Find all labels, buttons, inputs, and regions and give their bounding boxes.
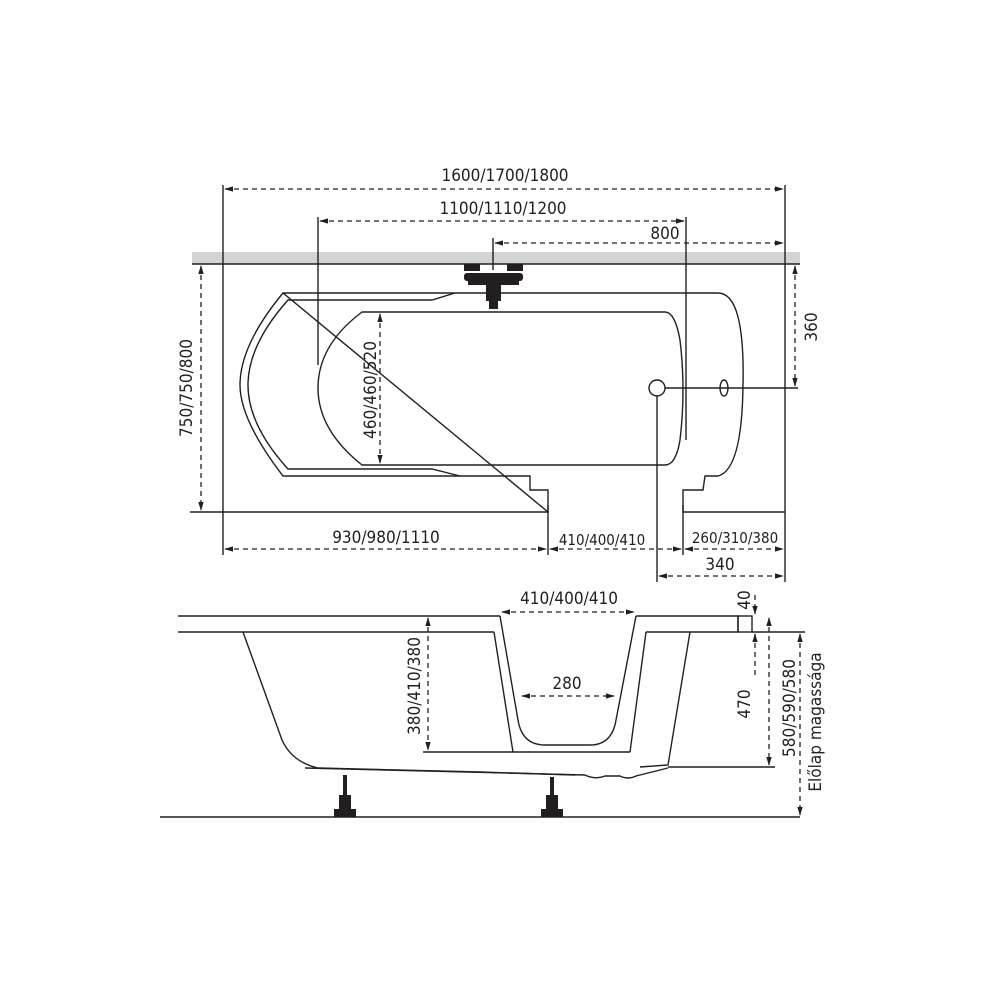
label-rim-thickness: 40 — [735, 590, 755, 609]
door-opening — [423, 615, 647, 753]
rim — [178, 615, 739, 633]
label-left-section: 930/980/1110 — [332, 528, 440, 548]
drain-icon — [648, 379, 666, 397]
wall — [192, 252, 800, 264]
label-drain-from-end: 340 — [705, 555, 734, 575]
tub-bottom — [304, 767, 669, 779]
label-door-sill-height: 380/410/380 — [405, 637, 425, 735]
label-total-height: 580/590/580 — [780, 659, 800, 757]
faucet-icon — [464, 264, 523, 309]
label-door-width: 410/400/410 — [559, 531, 645, 549]
label-door-top-width: 410/400/410 — [520, 589, 618, 609]
rim-end — [737, 615, 753, 633]
leg — [541, 777, 563, 817]
top-view: 1600/1700/1800 1100/1110/1200 800 750/75… — [177, 166, 822, 582]
label-overall-width: 750/750/800 — [177, 339, 197, 437]
label-panel-height: Előlap magassága — [806, 652, 826, 791]
tub-inner-rim — [247, 292, 461, 477]
side-view: 410/400/410 280 380/410/380 40 470 580/5… — [160, 589, 826, 818]
label-depth: 470 — [735, 689, 755, 718]
label-overall-length: 1600/1700/1800 — [441, 166, 568, 186]
label-inner-width: 460/460/520 — [361, 341, 381, 439]
leg — [334, 775, 356, 817]
tub-basin — [317, 311, 684, 466]
label-right-section: 260/310/380 — [692, 529, 778, 547]
label-drain-offset: 360 — [802, 312, 822, 341]
label-door-bottom-width: 280 — [552, 674, 581, 694]
label-inner-length: 1100/1110/1200 — [439, 199, 566, 219]
tub-body — [242, 631, 691, 776]
label-faucet-offset: 800 — [650, 224, 679, 244]
tub-outline — [239, 292, 744, 514]
